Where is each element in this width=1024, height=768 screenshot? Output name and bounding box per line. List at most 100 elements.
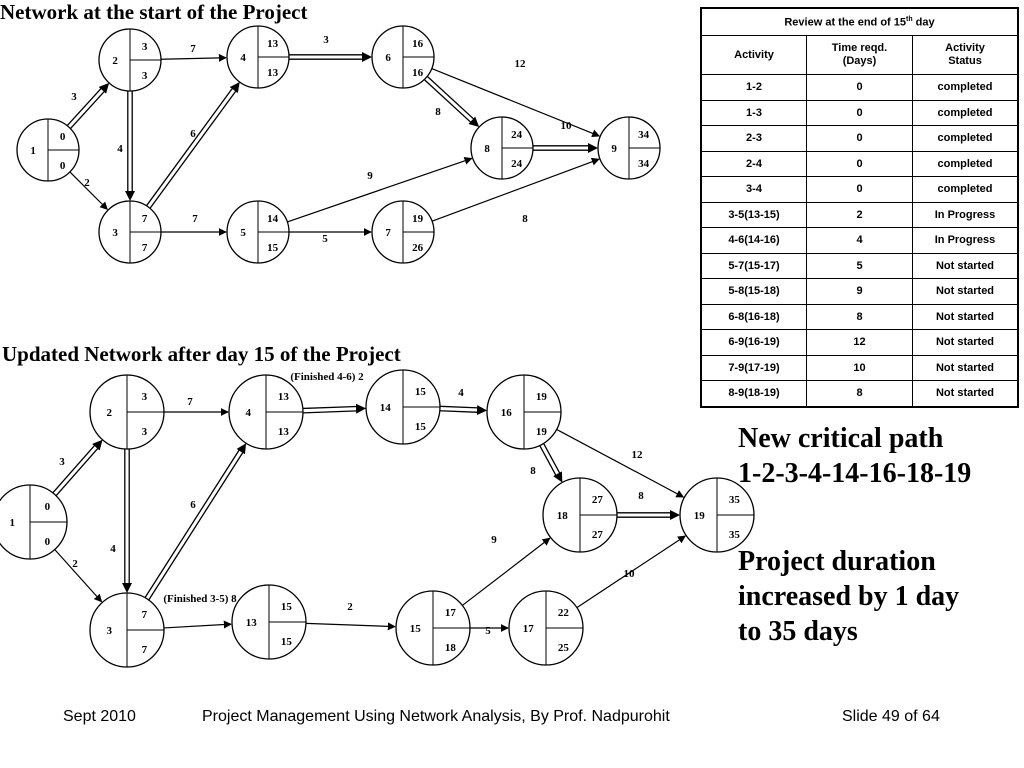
cell-status: completed <box>912 99 1019 126</box>
cell-status: completed <box>912 150 1019 177</box>
cell-activity: 1-3 <box>700 99 807 126</box>
node-late-time: 13 <box>267 67 279 79</box>
cell-status: completed <box>912 125 1019 152</box>
review-table: Review at the end of 15th day Activity T… <box>700 7 1019 408</box>
node-id-label: 6 <box>385 52 391 64</box>
edge-1-2: 3 <box>66 82 110 130</box>
edge-duration-label: 12 <box>515 58 527 70</box>
edge-duration-label: 9 <box>367 170 373 182</box>
node-late-time: 15 <box>415 421 427 433</box>
node-late-time: 16 <box>412 67 424 79</box>
cell-time: 8 <box>806 380 913 407</box>
edge-duration-label: 8 <box>638 490 644 502</box>
edge-1-3: 2 <box>54 549 103 603</box>
node-early-time: 15 <box>281 601 293 613</box>
node-id-label: 1 <box>30 145 36 157</box>
node-late-time: 27 <box>592 529 604 541</box>
edge-duration-label: 8 <box>522 213 528 225</box>
node-early-time: 3 <box>142 391 148 403</box>
node-id-label: 13 <box>246 617 258 629</box>
edge-2-4: 7 <box>160 43 227 62</box>
node-id-label: 3 <box>112 227 118 239</box>
node-late-time: 0 <box>60 160 66 172</box>
node-2: 233 <box>98 28 162 92</box>
cell-time: 5 <box>806 252 913 279</box>
cell-time: 0 <box>806 74 913 101</box>
edge-2-3: 4 <box>110 449 132 593</box>
edge-2-4: 7 <box>164 396 229 416</box>
edge-5-8: 9 <box>287 156 473 223</box>
edge-duration-label: (Finished 3-5) 8 <box>163 593 237 605</box>
node-early-time: 19 <box>412 213 424 225</box>
edge-duration-label: 4 <box>458 387 464 399</box>
cell-activity: 5-8(15-18) <box>700 278 807 305</box>
node-9: 9 34 34 <box>597 116 661 180</box>
edge-duration-label: 4 <box>117 143 123 155</box>
node-late-time: 26 <box>412 242 424 254</box>
cell-status: Not started <box>912 252 1019 279</box>
node-late-time: 25 <box>558 642 570 654</box>
edge-16-19: 12 <box>556 428 685 498</box>
node-early-time: 7 <box>142 213 148 225</box>
node-id-label: 16 <box>501 407 513 419</box>
node-late-time: 0 <box>45 536 51 548</box>
cell-time: 0 <box>806 99 913 126</box>
cell-activity: 2-4 <box>700 150 807 177</box>
node-early-time: 35 <box>729 494 741 506</box>
edge-3-4: 6 <box>146 82 240 209</box>
footer-slide-number: Slide 49 of 64 <box>842 708 940 725</box>
cell-time: 10 <box>806 354 913 381</box>
node-late-time: 34 <box>638 158 650 170</box>
edge-15-18: 9 <box>461 534 551 606</box>
edge-4-6: 3 <box>289 34 372 62</box>
cell-time: 0 <box>806 150 913 177</box>
node-2: 233 <box>89 374 165 450</box>
node-early-time: 22 <box>558 607 570 619</box>
cell-activity: 6-8(16-18) <box>700 303 807 330</box>
cell-time: 4 <box>806 227 913 254</box>
node-late-time: 7 <box>142 242 148 254</box>
edge-16-18: 8 <box>530 443 563 483</box>
cell-activity: 3-4 <box>700 176 807 203</box>
node-early-time: 24 <box>511 129 523 141</box>
node-late-time: 15 <box>281 636 293 648</box>
node-early-time: 0 <box>60 131 66 143</box>
header-activity: Activity <box>700 35 807 75</box>
edge-17-19: 10 <box>576 535 686 609</box>
edge-duration-label: 8 <box>435 106 441 118</box>
duration-note: Project duration increased by 1 day to 3… <box>738 546 960 647</box>
critical-path-note: New critical path 1-2-3-4-14-16-18-19 <box>738 423 972 489</box>
edge-duration-label: 7 <box>192 213 198 225</box>
node-id-label: 4 <box>245 407 251 419</box>
cell-status: Not started <box>912 354 1019 381</box>
node-id-label: 18 <box>557 510 569 522</box>
edge-15-17: 5 <box>470 624 509 637</box>
edge-duration-label: 10 <box>561 120 573 132</box>
node-3: 3 7 7 <box>98 200 162 264</box>
edge-6-8: 8 <box>423 75 480 128</box>
node-early-time: 34 <box>638 129 650 141</box>
edge-duration-label: 6 <box>190 499 196 511</box>
cell-activity: 4-6(14-16) <box>700 227 807 254</box>
node-early-time: 16 <box>412 38 424 50</box>
node-6: 6 16 16 <box>371 25 435 89</box>
node-id-label: 9 <box>611 143 617 155</box>
edge-duration-label: 6 <box>190 128 196 140</box>
review-table-caption: Review at the end of 15th day <box>700 7 1019 36</box>
